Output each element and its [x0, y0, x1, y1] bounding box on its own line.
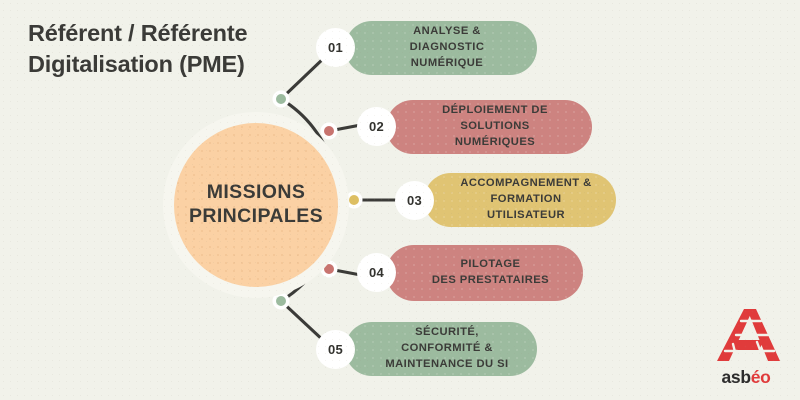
- mission-02-line-1: DÉPLOIEMENT DE SOLUTIONS: [442, 104, 548, 133]
- mission-04-line-1: PILOTAGE: [460, 258, 521, 271]
- mission-04-line-2: DES PRESTATAIRES: [431, 274, 550, 286]
- mission-badge-01[interactable]: 01: [316, 28, 355, 67]
- mission-pill-04-text: PILOTAGE DES PRESTATAIRES: [398, 257, 571, 289]
- mission-05-line-1: SÉCURITÉ, CONFORMITÉ &: [401, 326, 493, 355]
- hub-label-line-1: MISSIONS: [206, 181, 306, 204]
- mission-badge-02[interactable]: 02: [357, 107, 396, 146]
- title-line-1: Référent / Référente: [28, 20, 248, 46]
- mission-pill-02-text: DÉPLOIEMENT DE SOLUTIONS NUMÉRIQUES: [386, 103, 592, 151]
- spoke-05: [279, 299, 327, 344]
- mission-pill-03[interactable]: ACCOMPAGNEMENT & FORMATION UTILISATEUR: [424, 173, 616, 227]
- arc-dot-03: [349, 195, 359, 205]
- asbeo-logo-wordmark: asbéo: [700, 367, 792, 388]
- logo-word-part-1: asb: [721, 367, 751, 387]
- arc-dot-02: [324, 126, 334, 136]
- title-line-2: Digitalisation (PME): [28, 50, 245, 77]
- hub-label: MISSIONS PRINCIPALES: [189, 181, 323, 229]
- arc-dot-04: [324, 264, 334, 274]
- page-title: Référent / Référente Digitalisation (PME…: [28, 18, 328, 79]
- mission-01-line-2: NUMÉRIQUE: [410, 56, 484, 69]
- hub-label-line-2: PRINCIPALES: [188, 205, 324, 227]
- mission-pill-03-text: ACCOMPAGNEMENT & FORMATION UTILISATEUR: [424, 176, 616, 224]
- mission-pill-05[interactable]: SÉCURITÉ, CONFORMITÉ & MAINTENANCE DU SI: [345, 322, 537, 376]
- spoke-01: [279, 55, 327, 101]
- mission-badge-04[interactable]: 04: [357, 253, 396, 292]
- mission-pill-01-text: ANALYSE & DIAGNOSTIC NUMÉRIQUE: [345, 24, 537, 72]
- mission-badge-03[interactable]: 03: [395, 181, 434, 220]
- mission-03-line-2: FORMATION UTILISATEUR: [486, 193, 566, 221]
- mission-pill-01[interactable]: ANALYSE & DIAGNOSTIC NUMÉRIQUE: [345, 21, 537, 75]
- hub-circle: MISSIONS PRINCIPALES: [174, 123, 338, 287]
- logo-word-part-2: éo: [750, 367, 771, 387]
- mission-pill-05-text: SÉCURITÉ, CONFORMITÉ & MAINTENANCE DU SI: [345, 325, 537, 373]
- mission-02-line-2: NUMÉRIQUES: [454, 135, 536, 148]
- mission-pill-02[interactable]: DÉPLOIEMENT DE SOLUTIONS NUMÉRIQUES: [386, 100, 592, 154]
- asbeo-logo[interactable]: asbéo: [700, 304, 792, 390]
- mission-pill-04[interactable]: PILOTAGE DES PRESTATAIRES: [386, 245, 583, 301]
- mission-badge-05[interactable]: 05: [316, 330, 355, 369]
- mission-05-line-2: MAINTENANCE DU SI: [385, 357, 509, 370]
- arc-dot-01: [276, 94, 286, 104]
- asbeo-logo-mark: [717, 309, 780, 361]
- arc-dot-05: [276, 296, 286, 306]
- mission-03-line-1: ACCOMPAGNEMENT &: [460, 177, 592, 190]
- mission-01-line-1: ANALYSE & DIAGNOSTIC: [409, 25, 485, 54]
